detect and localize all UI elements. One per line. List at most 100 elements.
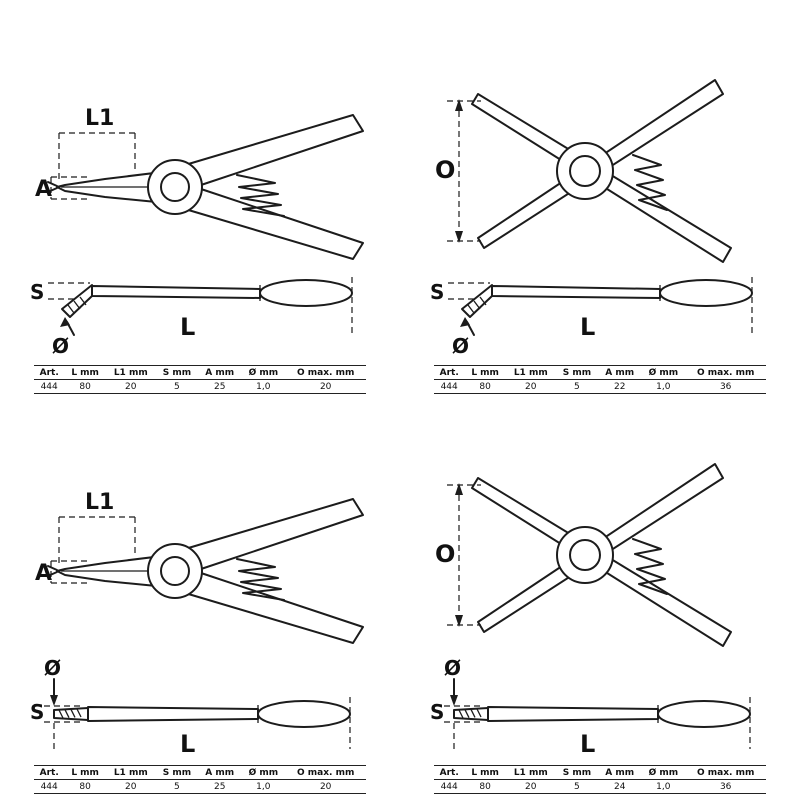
spec-table: Art. L mm L1 mm S mm A mm Ø mm O max. mm… (34, 365, 366, 394)
col-header-art: Art. (39, 368, 59, 378)
value-o-max: 20 (319, 782, 332, 792)
value-diameter: 1,0 (256, 782, 271, 792)
value-l: 80 (479, 382, 491, 392)
pliers-open-shape (446, 79, 732, 263)
value-s: 5 (174, 382, 180, 392)
dim-label-l: L (580, 730, 595, 757)
panel-internal-pliers-straight: O S Ø L Art. L mm L1 mm S mm A mm Ø mm O… (400, 0, 800, 400)
spec-value-row: 444 80 20 5 25 1,0 20 (34, 380, 366, 394)
dim-label-l: L (180, 730, 195, 757)
spec-value-row: 444 80 20 5 24 1,0 36 (434, 780, 766, 794)
dim-label-diameter: Ø (452, 334, 469, 357)
dim-label-o: O (435, 540, 455, 568)
col-header-a: A mm (605, 368, 635, 378)
value-l1: 20 (525, 782, 537, 792)
dim-label-l: L (180, 313, 195, 341)
spec-header-row: Art. L mm L1 mm S mm A mm Ø mm O max. mm (34, 765, 366, 780)
col-header-s: S mm (162, 768, 192, 778)
col-header-l1: L1 mm (113, 368, 148, 378)
dim-label-l: L (580, 313, 595, 341)
value-s: 5 (174, 782, 180, 792)
handle-bent-shape (447, 276, 753, 336)
handle-straight-shape (443, 678, 751, 754)
value-l1: 20 (525, 382, 537, 392)
value-l: 80 (479, 782, 491, 792)
dim-label-l1: L1 (85, 106, 114, 131)
col-header-o-max: O max. mm (297, 768, 355, 778)
col-header-l1: L1 mm (513, 768, 548, 778)
value-diameter: 1,0 (656, 782, 671, 792)
pliers-closed-shape (47, 114, 364, 260)
col-header-l1: L1 mm (113, 768, 148, 778)
col-header-o-max: O max. mm (697, 368, 755, 378)
value-o-max: 36 (719, 382, 732, 392)
handle-side-view-straight-tip: Ø S L (30, 657, 351, 757)
value-art: 444 (440, 382, 458, 392)
dim-label-a: A (35, 177, 52, 202)
spec-table: Art. L mm L1 mm S mm A mm Ø mm O max. mm… (34, 765, 366, 794)
handle-bent-shape (47, 276, 353, 336)
handle-side-view-bent-tip: S Ø L (430, 276, 753, 357)
pliers-top-view-open: O (435, 463, 732, 647)
value-l: 80 (79, 382, 91, 392)
spec-value-row: 444 80 20 5 25 1,0 20 (34, 780, 366, 794)
value-a: 25 (214, 382, 226, 392)
value-diameter: 1,0 (256, 382, 271, 392)
col-header-art: Art. (439, 768, 459, 778)
value-a: 24 (614, 782, 626, 792)
pliers-closed-shape (47, 498, 364, 644)
panel-internal-pliers-bent: O Ø S L Art. L mm L1 mm S mm A mm Ø mm O… (400, 400, 800, 800)
value-l1: 20 (125, 382, 137, 392)
col-header-a: A mm (205, 768, 235, 778)
dim-label-a: A (35, 561, 52, 586)
spec-header-row: Art. L mm L1 mm S mm A mm Ø mm O max. mm (434, 365, 766, 380)
value-art: 444 (40, 782, 58, 792)
col-header-art: Art. (39, 768, 59, 778)
col-header-s: S mm (562, 368, 592, 378)
col-header-s: S mm (562, 768, 592, 778)
col-header-o-max: O max. mm (697, 768, 755, 778)
dim-label-diameter: Ø (52, 334, 69, 357)
col-header-a: A mm (205, 368, 235, 378)
dim-label-s: S (430, 280, 444, 304)
pliers-top-view-closed: L1 A (35, 106, 364, 260)
dim-label-l1: L1 (85, 490, 114, 515)
col-header-l: L mm (471, 768, 499, 778)
spec-table: Art. L mm L1 mm S mm A mm Ø mm O max. mm… (434, 765, 766, 794)
dim-label-diameter: Ø (444, 657, 461, 680)
value-s: 5 (574, 382, 580, 392)
col-header-art: Art. (439, 368, 459, 378)
panel-external-pliers-straight: L1 A S Ø L Art. L mm L1 mm S mm A mm Ø m… (0, 0, 400, 400)
dim-label-diameter: Ø (44, 657, 61, 680)
value-diameter: 1,0 (656, 382, 671, 392)
col-header-l: L mm (71, 368, 99, 378)
value-o-max: 20 (319, 382, 332, 392)
col-header-l1: L1 mm (513, 368, 548, 378)
spec-value-row: 444 80 20 5 22 1,0 36 (434, 380, 766, 394)
col-header-l: L mm (471, 368, 499, 378)
value-l1: 20 (125, 782, 137, 792)
spec-table: Art. L mm L1 mm S mm A mm Ø mm O max. mm… (434, 365, 766, 394)
handle-side-view-bent-tip: S Ø L (30, 276, 353, 357)
col-header-diameter: Ø mm (648, 768, 679, 778)
value-art: 444 (440, 782, 458, 792)
value-l: 80 (79, 782, 91, 792)
col-header-diameter: Ø mm (648, 368, 679, 378)
col-header-s: S mm (162, 368, 192, 378)
col-header-a: A mm (605, 768, 635, 778)
pliers-open-shape (446, 463, 732, 647)
col-header-o-max: O max. mm (297, 368, 355, 378)
value-o-max: 36 (719, 782, 732, 792)
value-a: 25 (214, 782, 226, 792)
handle-side-view-straight-tip: Ø S L (430, 657, 751, 757)
spec-header-row: Art. L mm L1 mm S mm A mm Ø mm O max. mm (434, 765, 766, 780)
dim-label-s: S (30, 700, 44, 724)
value-s: 5 (574, 782, 580, 792)
col-header-diameter: Ø mm (248, 368, 279, 378)
handle-straight-shape (43, 678, 351, 754)
value-a: 22 (614, 382, 626, 392)
spec-header-row: Art. L mm L1 mm S mm A mm Ø mm O max. mm (34, 365, 366, 380)
dim-label-s: S (30, 280, 44, 304)
dim-label-s: S (430, 700, 444, 724)
